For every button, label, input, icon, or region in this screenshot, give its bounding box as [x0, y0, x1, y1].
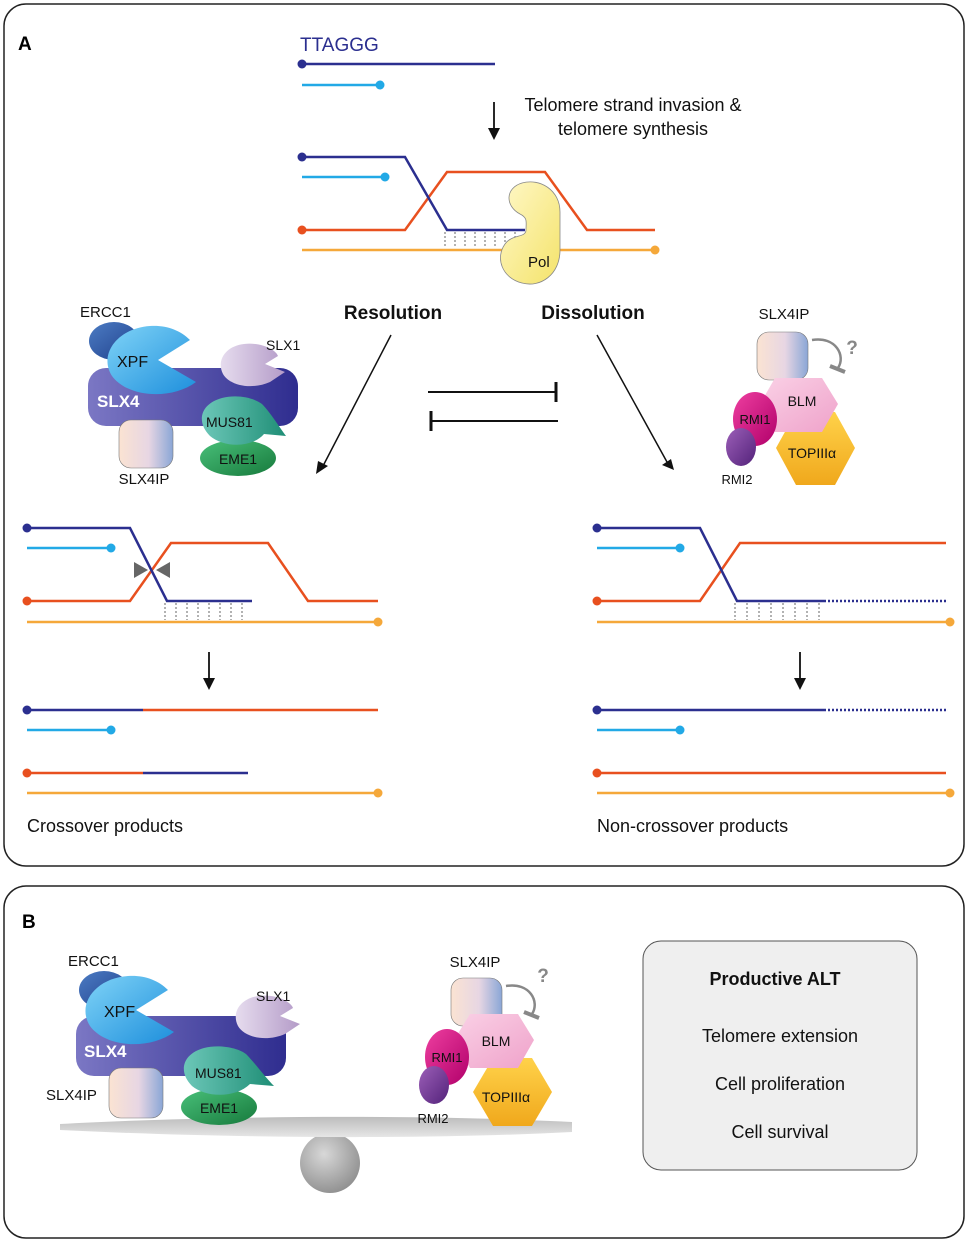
panel-b-frame — [3, 885, 965, 1239]
eme1-label: EME1 — [219, 451, 257, 467]
rmi1-label-b: RMI1 — [431, 1050, 462, 1065]
fulcrum-ball — [300, 1133, 360, 1193]
cleavage-arrowhead-left — [134, 562, 148, 578]
slx1-shape-b — [235, 995, 300, 1039]
rmi2-shape-b — [419, 1066, 449, 1104]
slx1-label-b: SLX1 — [256, 988, 290, 1004]
slx1-label: SLX1 — [266, 337, 300, 353]
btr-complex-a: SLX4IP ? TOPIIIα BLM RMI1 RMI2 — [721, 306, 857, 487]
resolution-label: Resolution — [344, 303, 442, 324]
seesaw — [60, 1116, 572, 1193]
blm-label-b: BLM — [482, 1033, 511, 1049]
eme1-shape — [200, 440, 276, 476]
resolution-intermediate — [22, 523, 383, 627]
productive-alt-title: Productive ALT — [709, 969, 840, 989]
panel-b-label: B — [22, 912, 36, 933]
noncrossover-products-strands — [592, 705, 955, 798]
slx4-complex-a: ERCC1 SLX4 XPF SLX1 SLX4IP EME1 MUS81 — [80, 304, 300, 488]
xpf-label-b: XPF — [104, 1004, 135, 1021]
slx4ip-shape — [118, 419, 174, 469]
dissolution-label: Dissolution — [541, 303, 644, 324]
sequence-label: TTAGGG — [300, 35, 379, 56]
productive-alt-box: Productive ALT Telomere extension Cell p… — [642, 940, 918, 1171]
step-text-line2: telomere synthesis — [558, 119, 708, 139]
step-text-line1: Telomere strand invasion & — [524, 95, 741, 115]
xpf-label: XPF — [117, 354, 148, 371]
initial-telomere-strands — [297, 59, 495, 90]
eme1-label-b: EME1 — [200, 1100, 238, 1116]
cleavage-arrowhead-right — [156, 562, 170, 578]
btr-question-mark-b: ? — [537, 966, 549, 987]
mus81-label: MUS81 — [206, 414, 253, 430]
productive-alt-item-2: Cell proliferation — [715, 1074, 845, 1094]
slx1-shape — [220, 343, 285, 387]
blm-label: BLM — [788, 393, 817, 409]
rmi2-shape — [726, 428, 756, 466]
rmi1-label: RMI1 — [739, 412, 770, 427]
btr-slx4ip-shape — [756, 331, 809, 381]
arrow-down-left — [203, 652, 215, 690]
mus81-shape-b — [183, 1046, 274, 1095]
mus81-label-b: MUS81 — [195, 1065, 242, 1081]
blm-shape-b — [454, 1014, 534, 1068]
polymerase: Pol — [500, 181, 561, 285]
xpf-shape — [107, 325, 196, 395]
slx4ip-label-b: SLX4IP — [46, 1087, 97, 1104]
btr-slx4ip-label-b: SLX4IP — [450, 954, 501, 971]
polymerase-label: Pol — [528, 254, 550, 271]
productive-alt-background — [642, 940, 918, 1171]
arrow-down-1 — [488, 102, 500, 140]
rmi2-label-b: RMI2 — [417, 1111, 448, 1126]
dissolution-arrow — [596, 334, 674, 470]
productive-alt-item-1: Telomere extension — [702, 1026, 858, 1046]
xpf-shape-b — [85, 975, 174, 1045]
arrow-down-right — [794, 652, 806, 690]
topiii-shape-b — [473, 1058, 552, 1126]
panel-a-frame — [3, 3, 965, 867]
topiii-label-b: TOPIIIα — [482, 1089, 530, 1105]
crossover-products-strands — [22, 705, 383, 798]
mutual-inhibition — [428, 382, 558, 431]
blm-shape — [760, 378, 838, 432]
ercc1-label: ERCC1 — [80, 304, 131, 321]
slx4-label-b: SLX4 — [84, 1042, 127, 1061]
eme1-shape-b — [181, 1089, 257, 1125]
rmi2-label: RMI2 — [721, 472, 752, 487]
btr-slx4ip-label: SLX4IP — [759, 306, 810, 323]
dissolution-intermediate — [592, 523, 955, 627]
resolution-arrow — [316, 334, 392, 474]
d-loop-intermediate — [297, 152, 660, 255]
ercc1-label-b: ERCC1 — [68, 953, 119, 970]
topiii-label: TOPIIIα — [788, 445, 836, 461]
panel-a-label: A — [18, 34, 32, 55]
noncrossover-products-label: Non-crossover products — [597, 816, 788, 836]
btr-complex-b: SLX4IP ? TOPIIIα BLM RMI1 RMI2 — [417, 954, 552, 1126]
slx4ip-label: SLX4IP — [119, 471, 170, 488]
mus81-shape — [201, 396, 286, 445]
slx4-label: SLX4 — [97, 392, 140, 411]
productive-alt-item-3: Cell survival — [731, 1122, 828, 1142]
slx4-complex-b: ERCC1 SLX4 XPF SLX1 SLX4IP EME1 MUS81 — [46, 953, 300, 1125]
crossover-products-label: Crossover products — [27, 816, 183, 836]
btr-question-mark: ? — [846, 338, 858, 359]
seesaw-beam — [60, 1116, 572, 1138]
slx4ip-shape-b — [108, 1067, 164, 1119]
